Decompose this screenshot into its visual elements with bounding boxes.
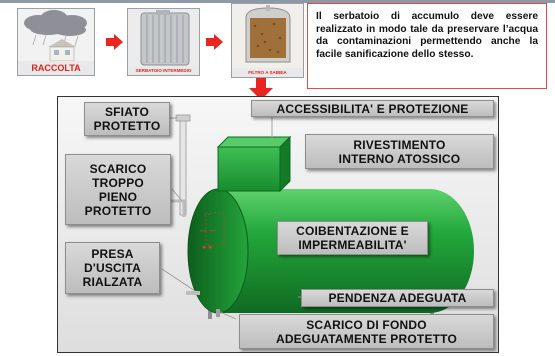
arrow-down-icon xyxy=(249,78,273,100)
step-raccolta: RACCOLTA xyxy=(17,8,95,76)
note-text: Il serbatoio di accumulo deve essere rea… xyxy=(316,11,538,60)
label-rivestimento-interno: RIVESTIMENTO INTERNO ATOSSICO xyxy=(305,134,494,169)
rain-collection-illustration xyxy=(24,10,87,62)
arrow-right-icon xyxy=(106,34,123,50)
label-accessibilita-protezione: ACCESSIBILITA' E PROTEZIONE xyxy=(251,100,494,117)
svg-text:— —: — — xyxy=(200,228,216,235)
label-pendenza: PENDENZA ADEGUATA xyxy=(301,289,494,307)
step-filtro-a-sabbia: FILTRO A SABBIA xyxy=(231,3,304,78)
step-label: SERBATOIO INTERMEDIO xyxy=(128,66,199,75)
step-label: RACCOLTA xyxy=(18,61,94,75)
svg-text:· ·: · · xyxy=(204,212,211,219)
note-box: Il serbatoio di accumulo deve essere rea… xyxy=(307,3,547,89)
tank-diagram: · · — — ● ● SFIATO PROTETTO ACCESSIBILIT… xyxy=(57,96,499,353)
label-coibentazione: COIBENTAZIONE E IMPERMEABILITA' xyxy=(277,221,428,255)
step-label: FILTRO A SABBIA xyxy=(232,68,303,77)
label-scarico-fondo: SCARICO DI FONDO ADEGUATAMENTE PROTETTO xyxy=(239,314,494,349)
arrow-right-icon xyxy=(206,34,223,50)
intermediate-tank-illustration xyxy=(140,10,190,66)
top-rule xyxy=(0,0,555,3)
label-sfiato-protetto: SFIATO PROTETTO xyxy=(84,102,170,136)
sand-filter-illustration xyxy=(232,4,303,70)
label-scarico-troppo-pieno: SCARICO TROPPO PIENO PROTETTO xyxy=(65,154,171,225)
label-presa-uscita: PRESA D'USCITA RIALZATA xyxy=(65,242,160,294)
step-serbatoio-intermedio: SERBATOIO INTERMEDIO xyxy=(127,8,200,76)
svg-text:● ●: ● ● xyxy=(202,244,212,251)
